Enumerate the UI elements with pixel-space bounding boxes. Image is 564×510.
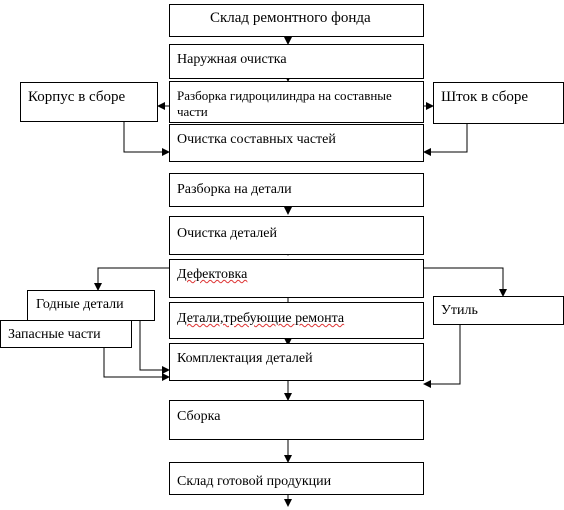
node-kitting: Комплектация деталей <box>169 343 424 381</box>
arrow-good-parts-to-kitting <box>139 320 170 374</box>
node-disassembly: Разборка гидроцилиндра на составные част… <box>169 81 424 123</box>
node-assembly: Сборка <box>169 400 424 440</box>
arrow-spare-parts-to-kitting <box>103 347 170 381</box>
node-parts-cleaning: Очистка составных частей <box>169 124 424 162</box>
arrow-defect-to-good-parts <box>94 267 169 291</box>
node-body-assembly: Корпус в сборе <box>20 82 158 122</box>
node-details-cleaning: Очистка деталей <box>169 216 424 255</box>
node-warehouse-finished: Склад готовой продукции <box>169 462 424 495</box>
node-scrap: Утиль <box>433 296 564 325</box>
node-spare-parts: Запасные части <box>0 320 132 348</box>
node-rod-assembly: Шток в сборе <box>433 82 564 124</box>
node-good-parts: Годные детали <box>27 290 155 321</box>
node-outer-cleaning: Наружная очистка <box>169 44 424 79</box>
arrow-defect-to-scrap <box>424 267 507 297</box>
arrow-body-to-parts-cleaning <box>77 116 170 156</box>
arrow-scrap-to-kitting <box>423 325 461 388</box>
node-warehouse-repair: Склад ремонтного фонда <box>169 4 424 37</box>
node-defect-check: Дефектовка <box>169 259 424 298</box>
node-parts-repair: Детали,требующие ремонта <box>169 302 424 339</box>
node-disassembly-details: Разборка на детали <box>169 173 424 207</box>
